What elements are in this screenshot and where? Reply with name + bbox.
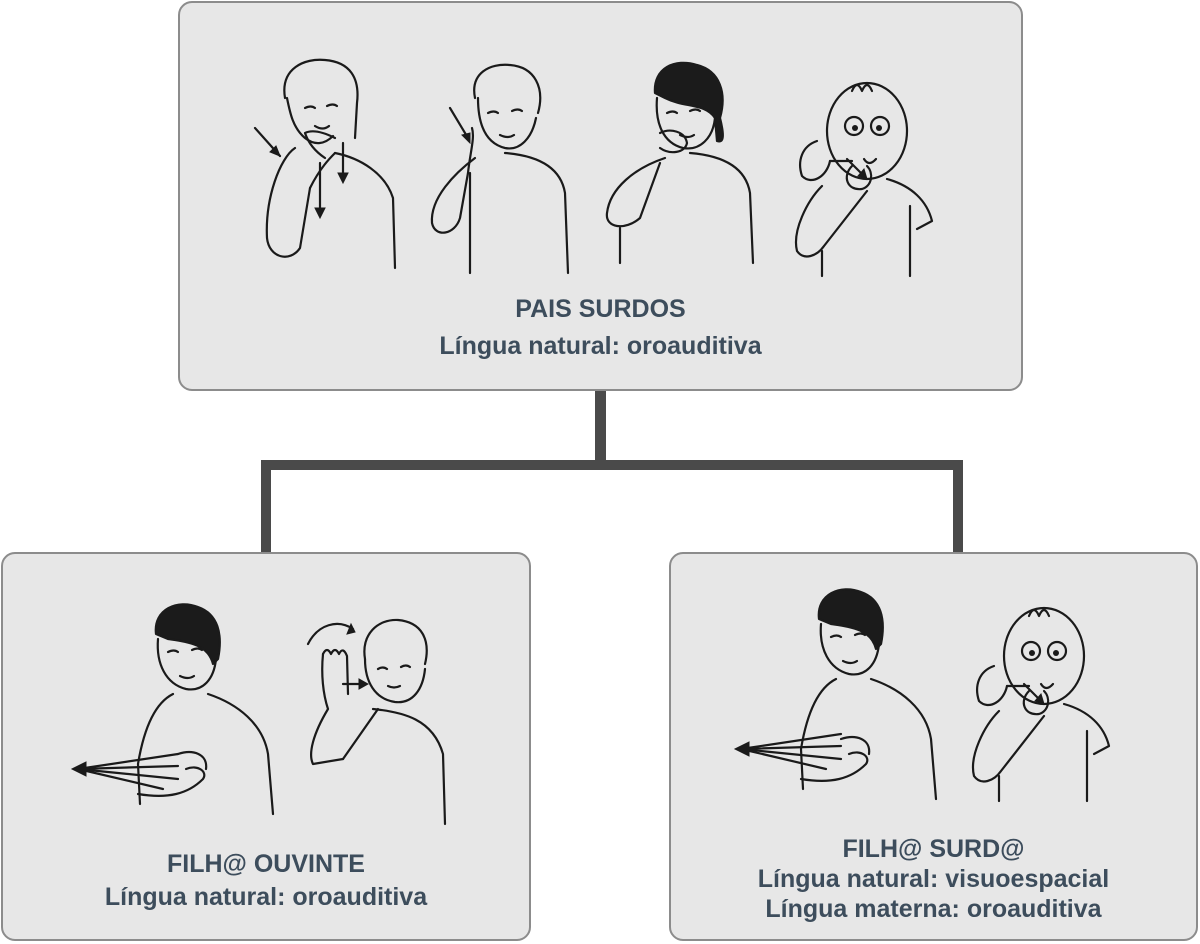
sign-figure-deaf-1 bbox=[733, 588, 938, 801]
sign-figure-3 bbox=[605, 61, 755, 265]
sign-figure-4 bbox=[794, 81, 934, 278]
sign-illustrations-hearing-child bbox=[70, 603, 447, 826]
sign-figure-1 bbox=[253, 58, 397, 270]
sign-figure-hearing-1 bbox=[70, 603, 275, 816]
parents-deaf-title: PAIS SURDOS bbox=[515, 295, 686, 323]
sign-figure-2 bbox=[430, 63, 570, 275]
connector-right-drop bbox=[953, 460, 963, 552]
parents-deaf-language: Língua natural: oroauditiva bbox=[439, 332, 762, 360]
sign-figure-deaf-2 bbox=[971, 606, 1111, 803]
hearing-child-language: Língua natural: oroauditiva bbox=[104, 883, 428, 911]
parents-deaf-caption: PAIS SURDOS Língua natural: oroauditiva bbox=[180, 291, 1021, 365]
deaf-child-caption: FILH@ SURD@ Língua natural: visuoespacia… bbox=[671, 834, 1196, 924]
sign-illustrations-deaf-child bbox=[733, 588, 1111, 803]
hearing-child-box: FILH@ OUVINTE Língua natural: oroauditiv… bbox=[1, 552, 531, 941]
sign-illustrations-parents bbox=[253, 58, 934, 278]
deaf-child-natural-language: Língua natural: visuoespacial bbox=[757, 865, 1110, 893]
deaf-child-mother-language: Língua materna: oroauditiva bbox=[765, 895, 1102, 923]
parents-deaf-box: PAIS SURDOS Língua natural: oroauditiva bbox=[178, 1, 1023, 391]
hearing-child-caption: FILH@ OUVINTE Língua natural: oroauditiv… bbox=[3, 848, 529, 914]
hearing-child-title: FILH@ OUVINTE bbox=[167, 850, 365, 878]
deaf-child-title: FILH@ SURD@ bbox=[842, 835, 1025, 863]
connector-left-drop bbox=[261, 460, 271, 552]
connector-horizontal bbox=[261, 460, 963, 470]
connector-vertical-top bbox=[595, 391, 606, 465]
deaf-child-box: FILH@ SURD@ Língua natural: visuoespacia… bbox=[669, 552, 1198, 941]
sign-figure-hearing-2 bbox=[306, 618, 447, 826]
